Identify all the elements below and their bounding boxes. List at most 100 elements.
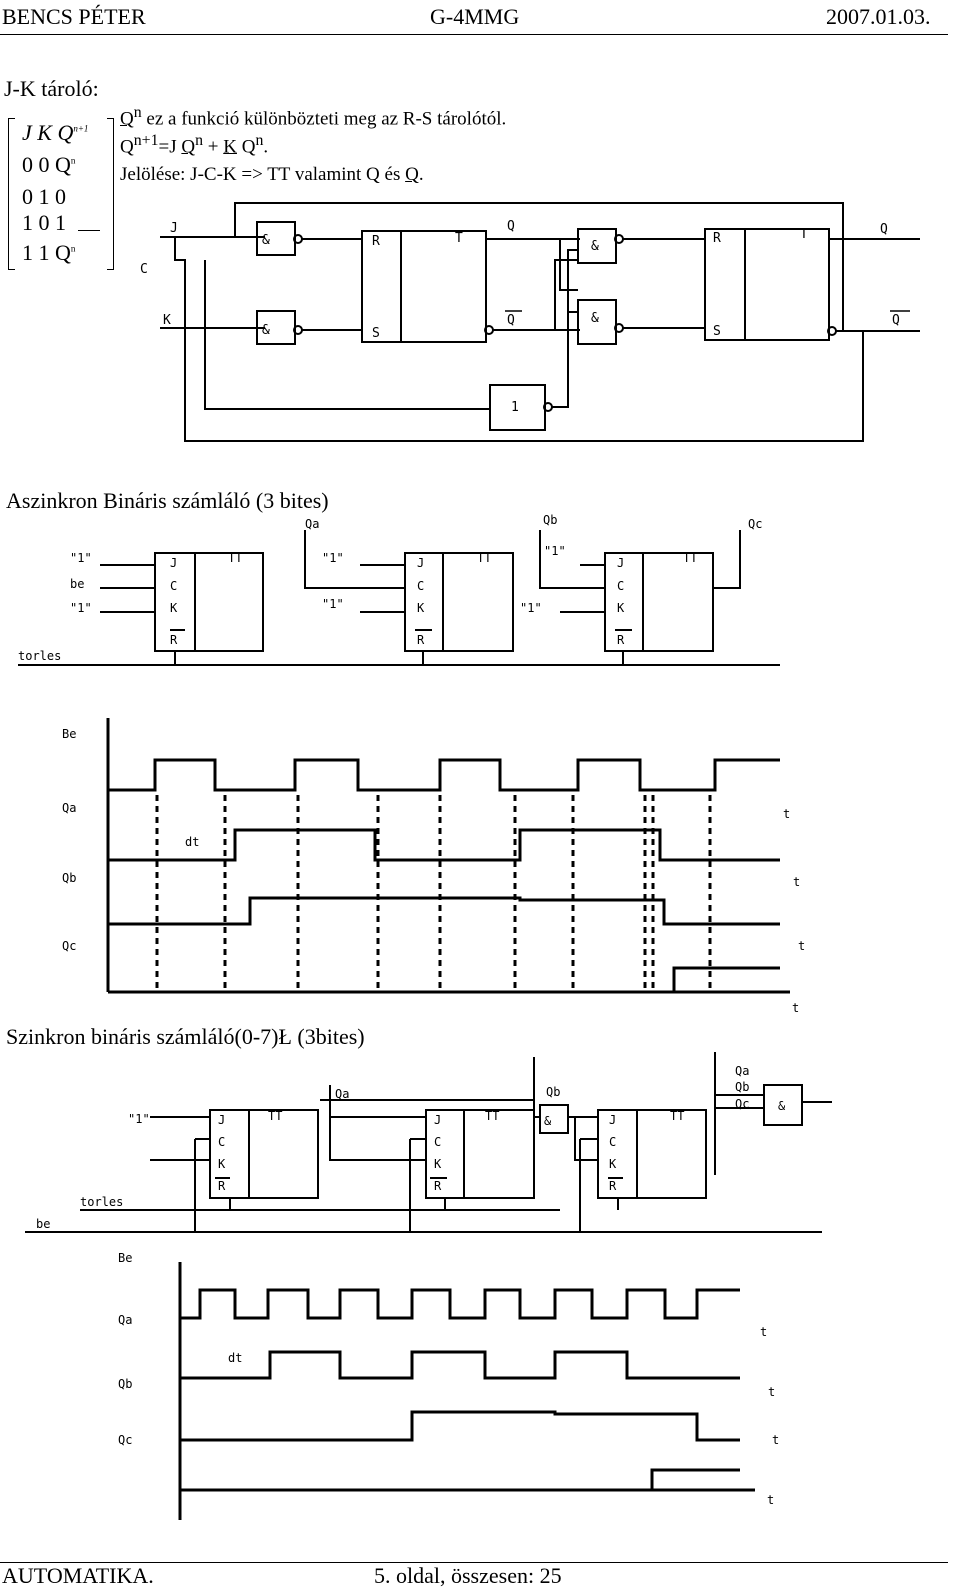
sync-ff-3 [597,1109,707,1199]
sync-ff1-c: C [218,1135,225,1149]
sync-qb-wave [180,1410,740,1442]
jk-line3-a: Jelölése: J-C-K => TT valamint Q és [120,164,406,185]
jk-truth-table: J K Qn+1 0 0 Qn 0 1 0 1 0 1 1 1 Qn [8,112,114,270]
async-be-wave [108,758,780,792]
async-t-1: t [783,807,790,821]
sync-ff2-c: C [434,1135,441,1149]
sync-ff1-r: R [218,1179,226,1193]
jk-and4-label: & [591,311,599,326]
async-qc-wave [108,966,780,994]
jk-line2-f: Q [236,136,256,158]
sync-ff1-k: K [218,1157,226,1171]
async-t-4: t [792,1001,799,1015]
sync-and2-qa: Qa [735,1064,749,1078]
sync-title: Szinkron bináris számláló(0-7)Ł (3bites) [6,1024,365,1049]
footer-left: AUTOMATIKA. [2,1563,154,1588]
sync-ff-1 [209,1109,319,1199]
async-qa: Qa [305,517,319,531]
jk-wire-q-feedback [234,202,844,331]
table-head-text: J K Q [22,120,74,145]
sync-be-wave [180,1288,740,1320]
async-be: be [70,577,84,591]
and-gate-2-bubble [293,325,303,335]
jk-r2-label: R [713,231,721,246]
and-gate-1 [256,221,296,256]
jk-wire-c-to-inv [204,260,490,410]
table-bracket-right [107,118,114,270]
sync-ff-2 [425,1109,535,1199]
async-ff2-k: K [417,601,425,615]
async-ff3-k: K [617,601,625,615]
table-head-sup: n+1 [73,123,89,134]
async-ff1-c: C [170,579,177,593]
jk-line2-c: Q [181,136,196,158]
async-ff2-r: R [417,633,425,647]
sync-timing-qc: Qc [118,1433,132,1447]
and-gate-4 [577,299,617,345]
table-row-3: 1 0 1 [22,210,66,235]
async-ff3-j: J [617,556,624,570]
jk-label-c: C [140,262,148,277]
sync-ff3-c: C [609,1135,616,1149]
jk-line1: Qn ez a funkció különbözteti meg az R-S … [120,104,506,130]
table-row-4: 1 1 Qn [22,240,75,266]
sync-t-1: t [760,1325,767,1339]
async-ff2-tt: TT [477,551,491,565]
jk-line2-b: =J [158,136,182,158]
async-t-3: t [798,939,805,953]
and-gate-2 [256,310,296,345]
jk-t2-label: T [800,227,808,242]
sync-and-2-label: & [778,1099,786,1113]
async-one-2: "1" [70,601,92,615]
sync-t-3: t [772,1433,779,1447]
header-author: BENCS PÉTER [2,4,146,29]
async-timing-dt: dt [185,835,199,849]
table-row-4-sup: n [70,243,76,254]
jk-line2-sup1: n+1 [133,132,159,149]
sync-and-2 [763,1084,803,1126]
async-one-1: "1" [70,551,92,565]
table-row-1-text: 0 0 Q [22,152,71,177]
jk-label-j: J [170,221,178,236]
jk-s2-label: S [713,324,721,339]
jk-line2-g: . [263,136,269,158]
async-t-2: t [793,875,800,889]
jk-q1-label: Q [507,219,515,234]
async-qb-wave [108,896,780,926]
jk-s1-label: S [372,326,380,341]
jk-line2: Qn+1=J Qn + K Qn. [120,132,268,158]
jk-line1-sup: n [133,104,142,121]
async-ff-3 [604,552,714,652]
jk-line2-d: + [203,136,224,158]
async-ff-2 [404,552,514,652]
inverter-gate [489,384,546,431]
async-ff3-c: C [617,579,624,593]
sync-ff2-j: J [434,1113,441,1127]
sync-and-1-label: & [544,1114,552,1128]
jk-line2-sup3: n [255,132,264,149]
jk-line2-sup2: n [195,132,204,149]
async-one-3: "1" [322,551,344,565]
async-one-4: "1" [322,597,344,611]
jk-title: J-K tároló: [4,76,99,101]
and-gate-3 [577,228,617,264]
rs-flipflop-1 [361,230,487,343]
sync-t-4: t [767,1493,774,1507]
footer-rule [0,1562,948,1563]
table-bracket-left [8,118,15,270]
table-row-1-sup: n [70,155,76,166]
sync-qb: Qb [546,1085,560,1099]
async-qb: Qb [543,513,557,527]
sync-t-2: t [768,1385,775,1399]
table-overbar [78,230,100,231]
jk-and3-label: & [591,239,599,254]
jk-wire-c [174,237,186,328]
sync-timing-dt: dt [228,1351,242,1365]
sync-qa: Qa [335,1087,349,1101]
async-ff1-tt: TT [228,551,242,565]
async-title: Aszinkron Bináris számláló (3 bites) [6,488,329,513]
header-date: 2007.01.03. [826,4,931,29]
sync-ff3-r: R [609,1179,617,1193]
